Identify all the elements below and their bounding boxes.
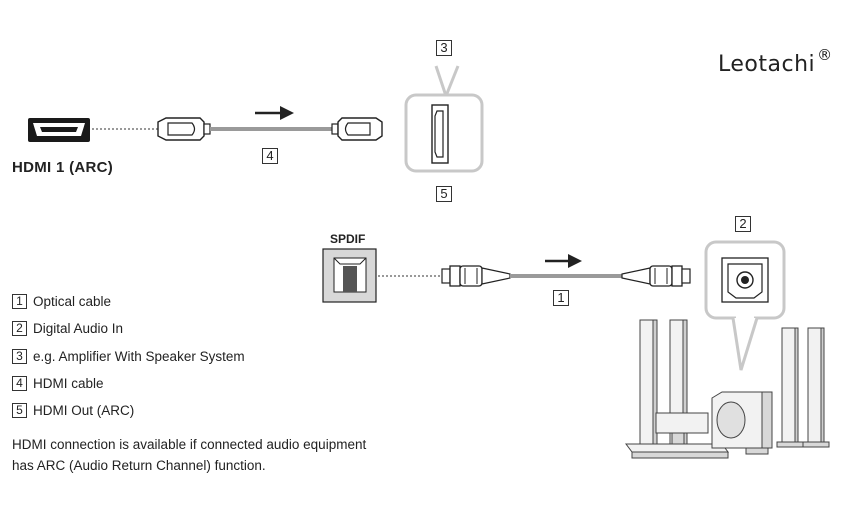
callout-number-5: 5: [436, 186, 452, 202]
digital-audio-in-callout: [704, 240, 786, 371]
legend-item: 3 e.g. Amplifier With Speaker System: [12, 343, 245, 370]
callout-number-1: 1: [553, 290, 569, 306]
legend-number: 3: [12, 348, 27, 364]
hdmi-direction-arrow-icon: [255, 106, 294, 120]
legend-number: 2: [12, 321, 27, 337]
legend-item: 2 Digital Audio In: [12, 315, 245, 342]
optical-cable-right-plug-icon: [621, 265, 691, 287]
note-line: HDMI connection is available if connecte…: [12, 437, 367, 452]
legend-number: 4: [12, 376, 27, 392]
optical-direction-arrow-icon: [545, 254, 582, 268]
hdmi-port-icon: [28, 118, 90, 142]
callout-number-4: 4: [262, 148, 278, 164]
legend-item: 4 HDMI cable: [12, 370, 245, 397]
legend-text: Optical cable: [33, 294, 112, 310]
legend-text: HDMI cable: [33, 376, 104, 392]
legend-text: e.g. Amplifier With Speaker System: [33, 348, 245, 364]
legend-number: 5: [12, 403, 27, 419]
callout-number-2: 2: [735, 216, 751, 232]
hdmi-cable-right-plug-icon: [331, 117, 383, 141]
brand-logo: Leotachi®: [718, 46, 833, 77]
callout-number-3: 3: [436, 40, 452, 56]
note-line: has ARC (Audio Return Channel) function.: [12, 458, 266, 473]
registered-mark: ®: [817, 46, 833, 64]
legend-item: 5 HDMI Out (ARC): [12, 397, 245, 424]
legend-text: Digital Audio In: [33, 321, 124, 337]
brand-name: Leotachi: [718, 52, 816, 77]
amplifier-hdmi-callout: [404, 65, 484, 173]
legend-item: 1 Optical cable: [12, 288, 245, 315]
speaker-system-icon: [625, 319, 830, 459]
spdif-port-label: SPDIF: [330, 232, 366, 246]
arc-note: HDMI connection is available if connecte…: [12, 434, 432, 476]
spdif-port-icon: [322, 248, 377, 303]
legend-number: 1: [12, 294, 27, 310]
hdmi-port-label: HDMI 1 (ARC): [12, 159, 114, 176]
optical-cable-left-plug-icon: [441, 265, 511, 287]
hdmi-cable-left-plug-icon: [157, 117, 211, 141]
legend-text: HDMI Out (ARC): [33, 403, 135, 419]
legend: 1 Optical cable 2 Digital Audio In 3 e.g…: [12, 288, 245, 424]
